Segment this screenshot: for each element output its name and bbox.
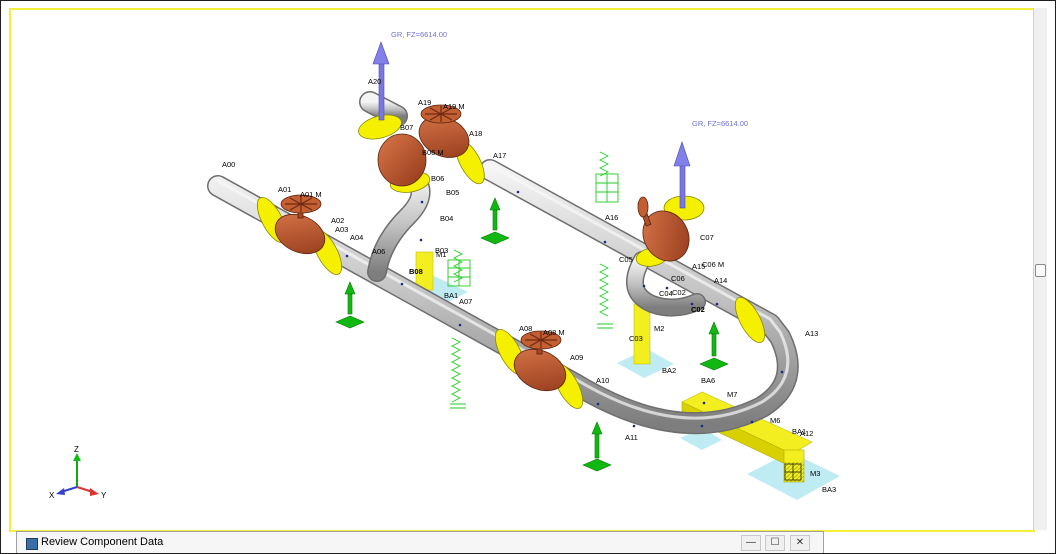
minimize-button[interactable]: —	[741, 535, 761, 551]
spring-hanger-right	[595, 151, 619, 329]
axis-z-label: Z	[74, 445, 79, 454]
force-arrow-a20	[372, 41, 390, 121]
node-label: A04	[350, 233, 363, 242]
node-label: A02	[331, 216, 344, 225]
flange-a20	[358, 114, 402, 140]
node-label: A14	[714, 276, 727, 285]
spring-hangers	[447, 151, 619, 409]
scrollbar-thumb[interactable]	[1035, 264, 1046, 277]
restraint-a04	[335, 281, 365, 329]
node-label: A10	[596, 376, 609, 385]
node-label: A16	[605, 213, 618, 222]
node-label: A15	[692, 262, 705, 271]
close-button[interactable]: ✕	[790, 535, 810, 551]
restraint-b04	[480, 197, 510, 245]
node-label: BA6	[701, 376, 715, 385]
node-label: M7	[727, 390, 737, 399]
node-label: BA3	[822, 485, 836, 494]
node-label: B06	[431, 174, 444, 183]
node-label: A20	[368, 77, 381, 86]
flange-a13	[734, 297, 766, 343]
axis-x-label: X	[49, 491, 55, 500]
node-label: A19	[418, 98, 431, 107]
node-label: M2	[654, 324, 664, 333]
force-arrows: GR, FZ=6614.00 GR, FZ=6614.00	[372, 30, 748, 209]
valve-label: A19 M	[443, 102, 465, 111]
node-label: A09	[570, 353, 583, 362]
restraint-a14	[699, 321, 729, 371]
valve-c06	[637, 196, 690, 262]
node-label: A03	[335, 225, 348, 234]
node-label: C06	[671, 274, 685, 283]
valve-a01	[274, 194, 326, 255]
node-label: C07	[700, 233, 714, 242]
node-label: C03	[629, 334, 643, 343]
force-label-a20: GR, FZ=6614.00	[391, 30, 447, 39]
vertical-restraints	[335, 197, 729, 472]
node-label: A18	[469, 129, 482, 138]
pipe-supports	[415, 251, 813, 483]
node-label: A01	[278, 185, 291, 194]
axis-triad: Z X Y	[49, 445, 107, 500]
node-label: A11	[625, 433, 638, 442]
node-label: A08	[519, 324, 532, 333]
node-label: B03	[435, 246, 448, 255]
valve-a19-b07	[377, 104, 470, 187]
support-label: BA1	[792, 427, 806, 436]
node-label: A12	[800, 429, 813, 438]
node-label: BA1	[444, 291, 458, 300]
overlap-label: C02	[691, 305, 705, 314]
node-label: A17	[493, 151, 506, 160]
support-label: M3	[810, 469, 820, 478]
node-label: A13	[805, 329, 818, 338]
valve-label: A01 M	[300, 190, 322, 199]
node-label: B04	[440, 214, 453, 223]
window-app-icon	[26, 538, 38, 550]
model-viewport[interactable]: GR, FZ=6614.00 GR, FZ=6614.00 A00 A01 A0…	[9, 8, 1035, 532]
valves	[274, 104, 690, 392]
valve-label: C06 M	[702, 260, 724, 269]
valve-label: A08 M	[543, 328, 565, 337]
valve-a08	[513, 330, 567, 392]
node-label: M1	[436, 250, 446, 259]
vertical-scrollbar[interactable]	[1033, 8, 1047, 530]
force-arrow-c07	[673, 141, 691, 209]
overlap-label: B08	[409, 267, 423, 276]
restraint-a11	[582, 421, 612, 472]
spring-hanger-left	[447, 249, 471, 409]
valve-label: B06 M	[422, 148, 444, 157]
node-label: B05	[446, 188, 459, 197]
force-label-c07: GR, FZ=6614.00	[692, 119, 748, 128]
axis-y-label: Y	[101, 491, 107, 500]
review-component-data-window[interactable]: Review Component Data — ☐ ✕	[16, 531, 824, 553]
node-label: M6	[770, 416, 780, 425]
node-label: C05	[619, 255, 633, 264]
node-label: A06	[372, 247, 385, 256]
window-title: Review Component Data	[41, 536, 164, 548]
node-label: C04	[659, 289, 673, 298]
node-labels: A00 A01 A02 A03 A04 A06 A07 A08 A09 A10 …	[222, 77, 836, 494]
node-label: B07	[400, 123, 413, 132]
node-label: A07	[459, 297, 472, 306]
node-label: A00	[222, 160, 235, 169]
maximize-button[interactable]: ☐	[765, 535, 785, 551]
node-label: C02	[672, 288, 686, 297]
piping-model-scene[interactable]: GR, FZ=6614.00 GR, FZ=6614.00 A00 A01 A0…	[11, 10, 1033, 530]
node-label: BA2	[662, 366, 676, 375]
